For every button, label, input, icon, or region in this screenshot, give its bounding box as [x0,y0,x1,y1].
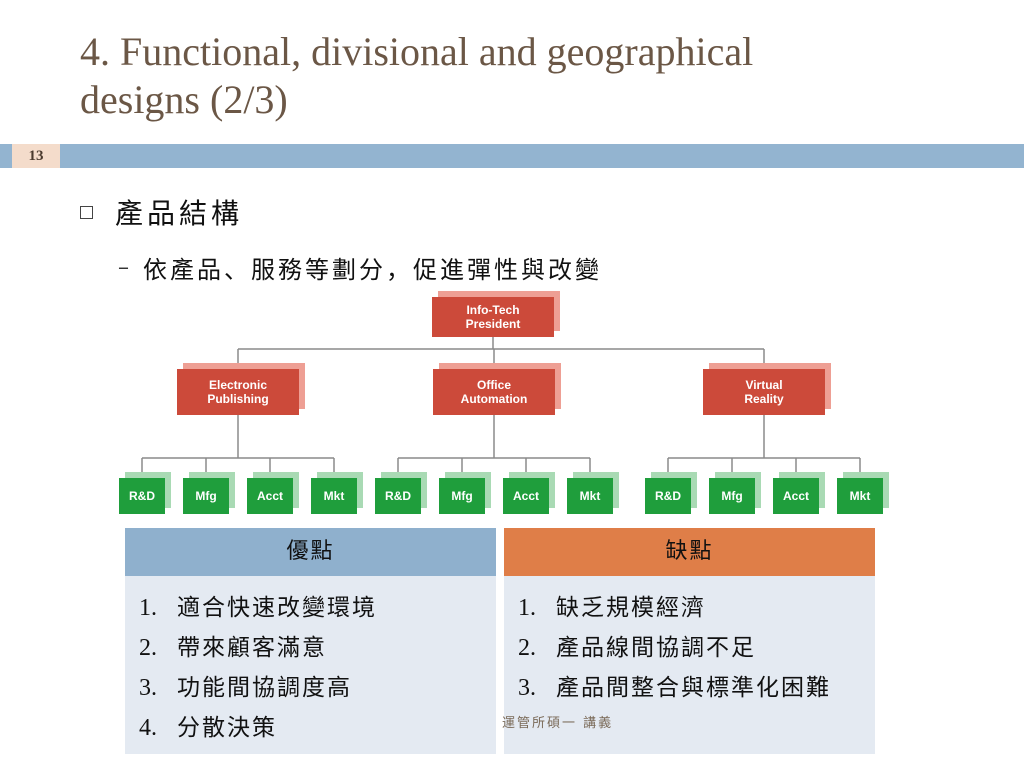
item-text: 產品間整合與標準化困難 [556,675,831,701]
division-box-label: Publishing [207,392,268,406]
unit-box [183,478,229,514]
unit-box-label: Acct [257,489,283,503]
president-box-label: President [466,317,521,331]
unit-box-label: Mfg [195,489,216,503]
item-number: 1. [139,595,157,621]
unit-box [567,478,613,514]
list-item: 2. 產品線間協調不足 [504,628,875,668]
bullet-item: 產品結構 [80,192,243,232]
dash-bullet-icon: – [118,255,129,280]
unit-box-label: Mkt [580,489,601,503]
unit-box-label: Mkt [324,489,345,503]
item-text: 分散決策 [177,715,277,741]
title-line-2: designs (2/3) [80,77,288,122]
unit-box [837,478,883,514]
cons-list: 1. 缺乏規模經濟 2. 產品線間協調不足 3. 產品間整合與標準化困難 [504,588,875,708]
division-box [433,369,555,415]
list-item: 2. 帶來顧客滿意 [125,628,496,668]
list-item: 1. 缺乏規模經濟 [504,588,875,628]
unit-box [439,478,485,514]
pros-list: 1. 適合快速改變環境 2. 帶來顧客滿意 3. 功能間協調度高 4. 分散決策 [125,588,496,748]
item-text: 功能間協調度高 [177,675,352,701]
list-item: 3. 產品間整合與標準化困難 [504,668,875,708]
unit-box [311,478,357,514]
item-number: 2. [518,635,536,661]
cons-header: 缺點 [504,528,875,576]
footer-text: 運管所碩一 講義 [502,716,614,731]
header-rule [0,144,1024,168]
title-line-1: 4. Functional, divisional and geographic… [80,29,754,74]
bullet-text: 產品結構 [115,197,244,230]
unit-box [503,478,549,514]
unit-box [375,478,421,514]
unit-box-label: R&D [385,489,411,503]
item-text: 適合快速改變環境 [177,595,377,621]
item-number: 4. [139,715,157,741]
unit-box-label: R&D [129,489,155,503]
president-box [432,297,554,337]
square-bullet-icon [80,205,93,219]
division-box-label: Reality [744,392,784,406]
unit-box-label: Acct [783,489,809,503]
division-box-label: Automation [461,392,528,406]
unit-box [247,478,293,514]
president-box-label: Info-Tech [466,303,519,317]
unit-box-label: Acct [513,489,539,503]
unit-box [119,478,165,514]
cons-panel: 缺點 1. 缺乏規模經濟 2. 產品線間協調不足 3. 產品間整合與標準化困難 [504,528,875,754]
pros-panel: 優點 1. 適合快速改變環境 2. 帶來顧客滿意 3. 功能間協調度高 4. 分散決策 [125,528,496,754]
slide-title: 4. Functional, divisional and geographic… [80,28,980,124]
item-text: 產品線間協調不足 [556,635,756,661]
unit-box-label: R&D [655,489,681,503]
division-box [703,369,825,415]
sub-bullet-item: – 依產品、服務等劃分，促進彈性與改變 [118,250,602,285]
unit-box [645,478,691,514]
list-item: 1. 適合快速改變環境 [125,588,496,628]
list-item: 3. 功能間協調度高 [125,668,496,708]
item-text: 缺乏規模經濟 [556,595,706,621]
pros-header: 優點 [125,528,496,576]
unit-box-label: Mkt [850,489,871,503]
org-chart: Info-TechPresidentElectronicPublishingR&… [119,291,889,514]
slide-number: 13 [12,144,60,168]
division-box-label: Office [477,378,511,392]
item-number: 2. [139,635,157,661]
division-box-label: Virtual [745,378,782,392]
division-box-label: Electronic [209,378,267,392]
unit-box-label: Mfg [721,489,742,503]
unit-box-label: Mfg [451,489,472,503]
item-number: 1. [518,595,536,621]
unit-box [773,478,819,514]
list-item: 4. 分散決策 [125,708,496,748]
unit-box [709,478,755,514]
sub-bullet-text: 依產品、服務等劃分，促進彈性與改變 [143,256,602,284]
item-number: 3. [139,675,157,701]
item-text: 帶來顧客滿意 [177,635,327,661]
division-box [177,369,299,415]
item-number: 3. [518,675,536,701]
